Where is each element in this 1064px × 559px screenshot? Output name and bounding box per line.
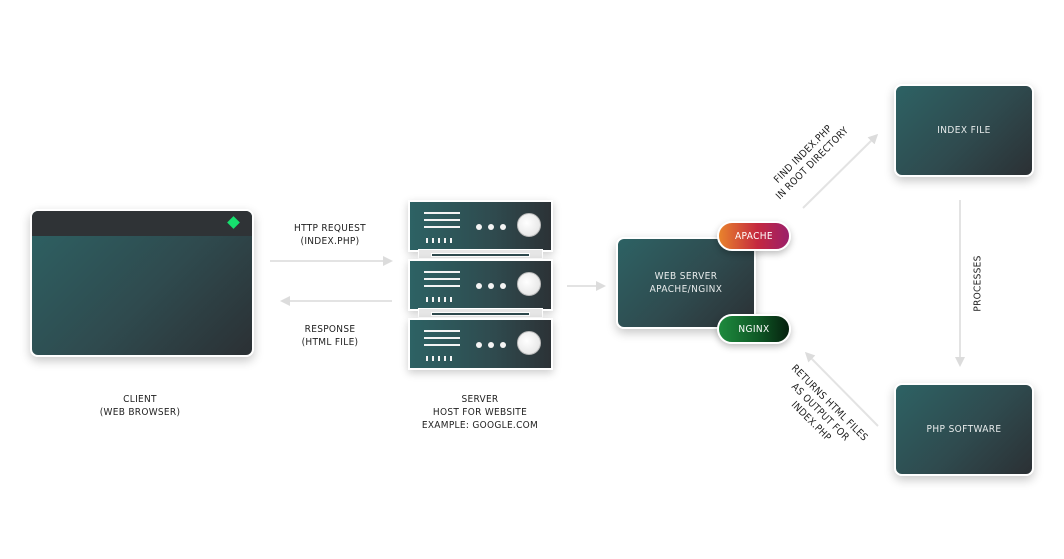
web-server-box: WEB SERVER APACHE/NGINX xyxy=(616,237,756,329)
index-file-box: INDEX FILE xyxy=(894,84,1034,177)
server-label: SERVER HOST FOR WEBSITE EXAMPLE: GOOGLE.… xyxy=(421,394,539,431)
find-index-arrow xyxy=(802,133,879,209)
returns-html-arrow xyxy=(804,351,879,427)
server-rail xyxy=(418,249,543,259)
nginx-badge: NGINX xyxy=(717,314,791,344)
client-label: CLIENT (WEB BROWSER) xyxy=(99,394,181,418)
apache-badge: APACHE xyxy=(717,221,791,251)
server-unit xyxy=(408,200,553,252)
http-request-label: HTTP REQUEST (INDEX.PHP) xyxy=(294,223,366,247)
server-unit xyxy=(408,318,553,370)
browser-title-bar xyxy=(32,211,252,236)
client-browser-window xyxy=(30,209,254,357)
server-rail xyxy=(418,308,543,318)
server-unit xyxy=(408,259,553,311)
php-software-box: PHP SOFTWARE xyxy=(894,383,1034,476)
response-label: RESPONSE (HTML FILE) xyxy=(301,324,359,348)
status-diamond-icon xyxy=(227,216,240,229)
processes-label: PROCESSES xyxy=(972,255,984,312)
